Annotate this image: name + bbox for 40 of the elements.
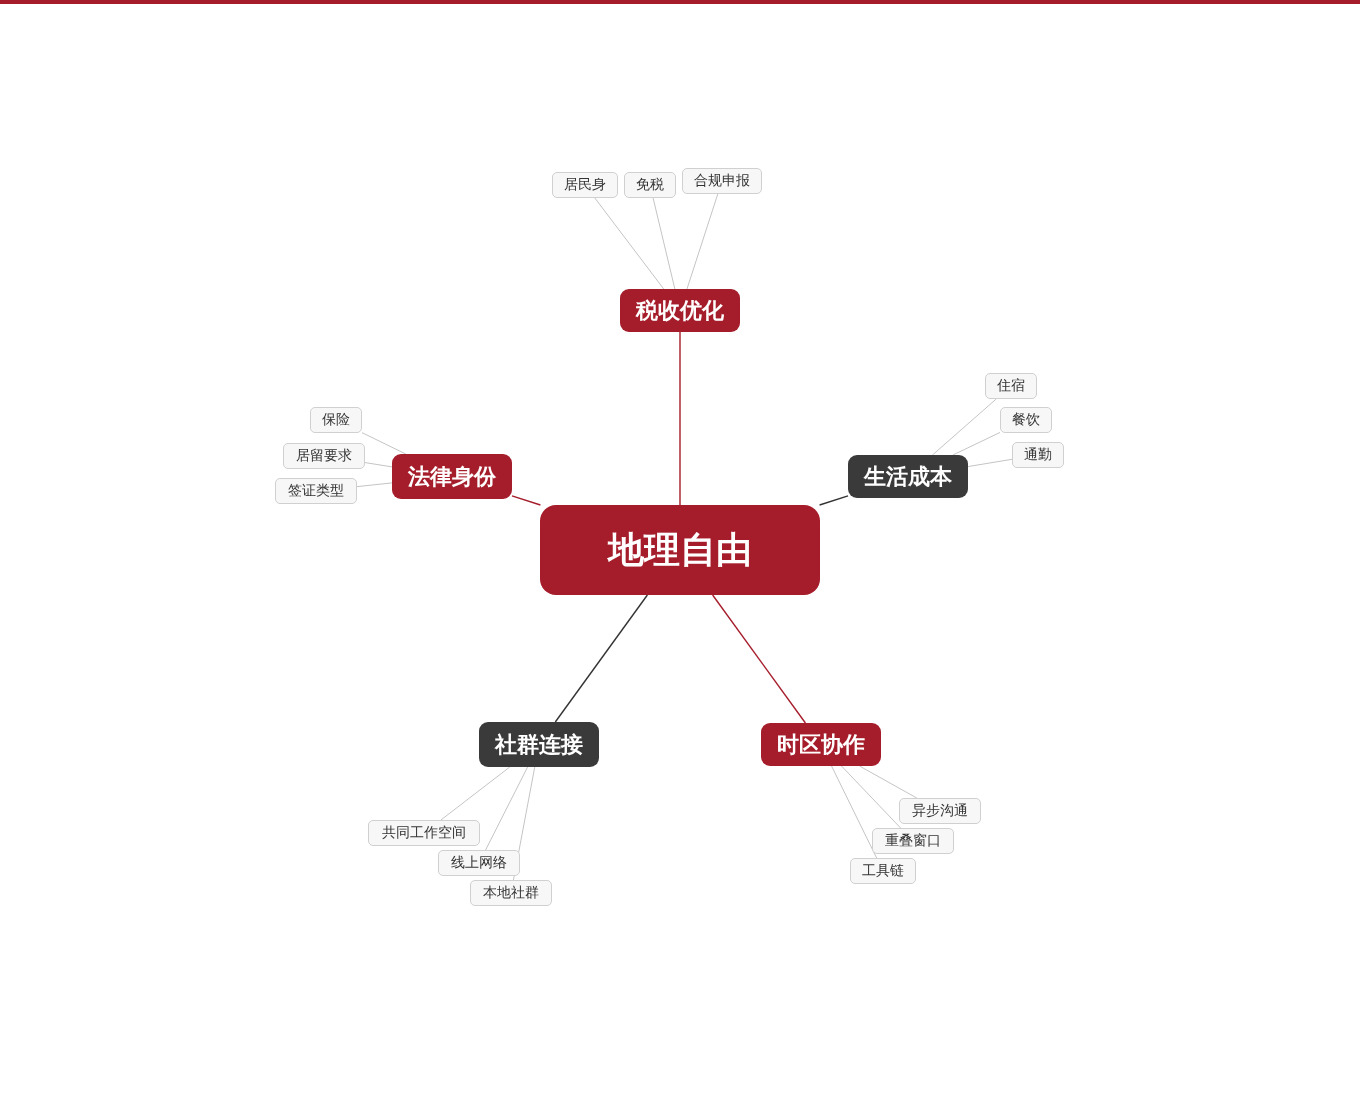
connector-line — [554, 594, 649, 723]
leaf-topic: 本地社群 — [470, 880, 552, 906]
leaf-topic: 居民身 — [552, 172, 618, 198]
connector-line — [859, 765, 918, 799]
leaf-topic: 工具链 — [850, 858, 916, 884]
leaf-topic: 餐饮 — [1000, 407, 1052, 433]
connector-line — [841, 765, 901, 829]
connector-line — [511, 495, 542, 506]
connector-line — [485, 766, 528, 851]
branch-topic: 社群连接 — [479, 722, 599, 767]
connector-line — [361, 432, 407, 455]
connector-line — [711, 594, 807, 724]
central-topic: 地理自由 — [540, 505, 820, 595]
leaf-topic: 线上网络 — [438, 850, 520, 876]
connector-line — [679, 331, 681, 506]
connector-line — [818, 495, 849, 506]
connector-line — [967, 458, 1013, 467]
branch-topic: 法律身份 — [392, 454, 512, 499]
branch-topic: 生活成本 — [848, 455, 968, 498]
leaf-topic: 免税 — [624, 172, 676, 198]
branch-topic: 税收优化 — [620, 289, 740, 332]
leaf-topic: 通勤 — [1012, 442, 1064, 468]
connector-line — [932, 398, 997, 456]
leaf-topic: 居留要求 — [283, 443, 365, 469]
connector-line — [831, 765, 878, 859]
leaf-topic: 签证类型 — [275, 478, 357, 504]
leaf-topic: 住宿 — [985, 373, 1037, 399]
connector-line — [440, 766, 511, 821]
connector-line — [594, 197, 665, 290]
leaf-topic: 保险 — [310, 407, 362, 433]
connector-line — [364, 462, 393, 468]
leaf-topic: 共同工作空间 — [368, 820, 480, 846]
connector-line — [652, 197, 676, 290]
connector-line — [686, 193, 719, 290]
connector-line — [356, 482, 393, 488]
connector-line — [952, 432, 1001, 456]
leaf-topic: 合规申报 — [682, 168, 762, 194]
leaf-topic: 异步沟通 — [899, 798, 981, 824]
leaf-topic: 重叠窗口 — [872, 828, 954, 854]
branch-topic: 时区协作 — [761, 723, 881, 766]
